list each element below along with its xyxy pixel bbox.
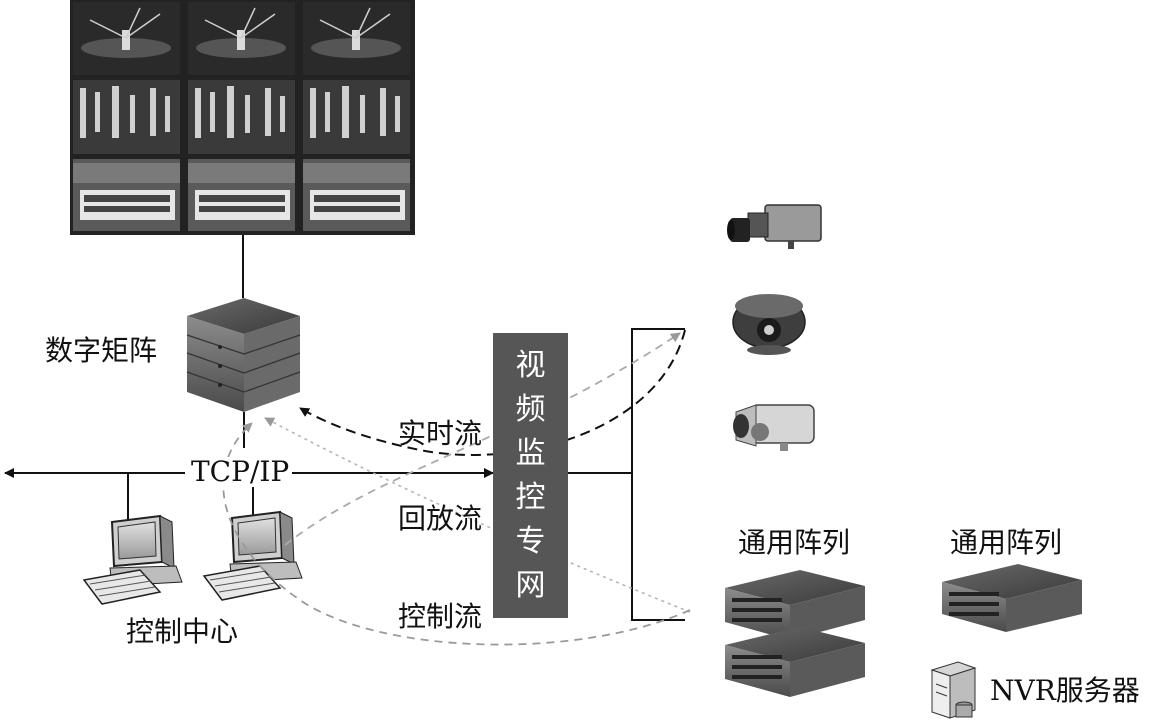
workstation-1	[82, 514, 183, 605]
box-camera-icon	[727, 204, 822, 249]
control-stream-label: 控制流	[398, 600, 483, 633]
video-wall	[70, 0, 415, 235]
control-center-label: 控制中心	[126, 615, 239, 648]
network-char-2: 频	[515, 392, 546, 427]
tcpip-bus	[4, 468, 632, 522]
network-char-6: 网	[515, 568, 546, 603]
video-surveillance-network-box: 视 频 监 控 专 网	[493, 333, 568, 618]
nvr-server-label: NVR服务器	[990, 674, 1140, 707]
matrix-label: 数字矩阵	[45, 334, 158, 367]
video-wall-row-fountain	[73, 80, 410, 154]
tcpip-label: TCP/IP	[188, 457, 293, 487]
bullet-camera-icon	[733, 404, 815, 451]
realtime-stream-label: 实时流	[398, 417, 483, 450]
camera-link-curve	[284, 332, 681, 546]
playback-stream-label: 回放流	[398, 502, 483, 535]
network-char-1: 视	[515, 348, 546, 383]
video-wall-row-stadium	[73, 2, 410, 75]
digital-matrix-device	[186, 298, 301, 412]
array-unit-2	[942, 564, 1082, 632]
realtime-stream-curve	[299, 329, 686, 456]
playback-stream-curve	[264, 417, 691, 613]
array-unit-1b	[725, 627, 865, 697]
array-unit-1a	[725, 570, 865, 640]
network-char-3: 监	[515, 436, 546, 471]
array-label-1: 通用阵列	[738, 526, 851, 559]
workstation-2	[202, 510, 303, 601]
dome-camera-icon	[732, 294, 806, 355]
nvr-server-icon	[930, 661, 977, 719]
network-char-4: 控	[515, 480, 546, 515]
video-wall-row-bus	[73, 159, 410, 231]
network-char-5: 专	[515, 524, 546, 559]
right-bracket	[631, 328, 685, 621]
array-label-2: 通用阵列	[950, 526, 1063, 559]
